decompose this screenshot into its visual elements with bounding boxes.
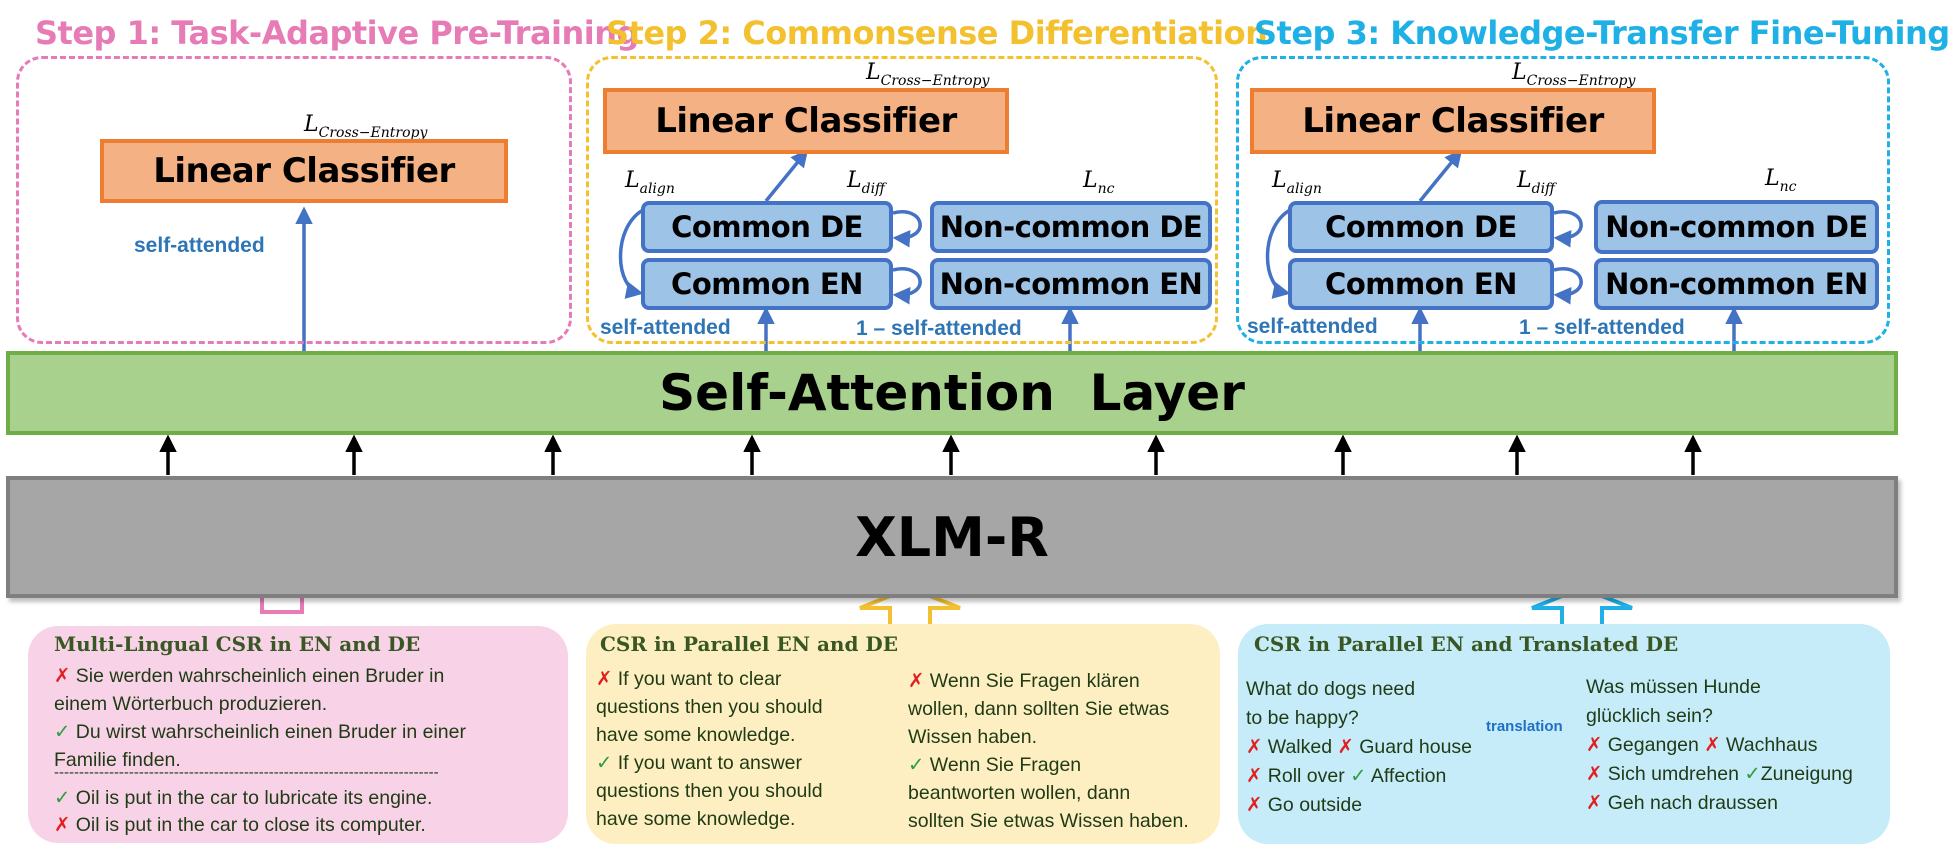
panel2-title: CSR in Parallel EN and DE bbox=[600, 632, 899, 656]
step2-one-minus-self-attended-label: 1 – self-attended bbox=[856, 317, 1022, 340]
panel1-example-1: ✗ Sie werden wahrscheinlich einen Bruder… bbox=[54, 665, 466, 771]
step2-linear-classifier: Linear Classifier bbox=[603, 88, 1009, 154]
panel3-de-column: Was müssen Hunde glücklich sein? ✗ Gegan… bbox=[1586, 676, 1853, 814]
step2-loss-diff: Ldiff bbox=[847, 168, 885, 197]
cross-icon: ✗ bbox=[1704, 734, 1721, 756]
check-icon: ✓ bbox=[54, 721, 71, 743]
step3-diff-loop-bottom bbox=[1553, 267, 1583, 305]
panel3-en-column: What do dogs need to be happy? ✗ Walked … bbox=[1246, 678, 1473, 816]
panel-translated-csr bbox=[1238, 624, 1890, 844]
step2-title: Step 2: Commonsense Differentiation bbox=[606, 14, 1268, 52]
step1-loss-ce: LCross−Entropy bbox=[304, 112, 428, 141]
step2-loss-ce: LCross−Entropy bbox=[866, 60, 990, 89]
panel2-en-column: ✗ If you want to clear questions then yo… bbox=[596, 668, 823, 830]
cross-icon: ✗ bbox=[1246, 736, 1263, 758]
step2-diff-loop-top bbox=[892, 210, 922, 248]
panel2-de-column: ✗ Wenn Sie Fragen klären wollen, dann so… bbox=[908, 670, 1189, 832]
step3-diff-loop-top bbox=[1553, 210, 1583, 248]
cross-icon: ✗ bbox=[1337, 736, 1354, 758]
step2-self-attended-label: self-attended bbox=[600, 316, 731, 339]
step1-title: Step 1: Task-Adaptive Pre-Training bbox=[35, 14, 639, 52]
step3-one-minus-self-attended-label: 1 – self-attended bbox=[1519, 316, 1685, 339]
panel-multilingual-csr bbox=[28, 626, 568, 843]
panel1-example-2: ✓ Oil is put in the car to lubricate its… bbox=[54, 787, 433, 836]
panel1-separator: ----------------------------------------… bbox=[54, 764, 439, 781]
check-icon: ✓ bbox=[596, 752, 613, 774]
cross-icon: ✗ bbox=[1586, 734, 1603, 756]
step3-noncommon-de: Non-common DE bbox=[1594, 200, 1879, 254]
step1-linear-classifier: Linear Classifier bbox=[100, 139, 508, 203]
step3-loss-nc: Lnc bbox=[1765, 166, 1797, 195]
cross-icon: ✗ bbox=[54, 665, 71, 687]
translation-label: translation bbox=[1486, 718, 1563, 735]
step2-loss-nc: Lnc bbox=[1083, 168, 1115, 197]
step2-diff-loop-bottom bbox=[892, 267, 922, 305]
cross-icon: ✗ bbox=[1586, 792, 1603, 814]
step3-common-en: Common EN bbox=[1288, 258, 1554, 310]
check-icon: ✓ bbox=[908, 754, 925, 776]
step3-loss-align: Lalign bbox=[1272, 168, 1322, 197]
step3-loss-diff: Ldiff bbox=[1517, 168, 1555, 197]
step2-noncommon-en: Non-common EN bbox=[930, 258, 1212, 310]
step3-common-de: Common DE bbox=[1288, 201, 1554, 253]
cross-icon: ✗ bbox=[1586, 763, 1603, 785]
step2-loss-align: Lalign bbox=[625, 168, 675, 197]
xlm-r-encoder: XLM-R bbox=[6, 476, 1898, 598]
step3-linear-classifier: Linear Classifier bbox=[1250, 88, 1656, 154]
step3-arrow-to-classifier bbox=[1418, 149, 1463, 203]
panel-parallel-csr bbox=[586, 624, 1220, 844]
step2-common-de: Common DE bbox=[641, 201, 893, 253]
step2-noncommon-de: Non-common DE bbox=[930, 201, 1212, 253]
cross-icon: ✗ bbox=[1246, 765, 1263, 787]
step1-self-attended-label: self-attended bbox=[134, 234, 265, 257]
step2-arrow-to-classifier bbox=[764, 149, 809, 203]
step2-align-curve bbox=[618, 208, 644, 299]
step3-title: Step 3: Knowledge-Transfer Fine-Tuning bbox=[1254, 14, 1950, 52]
check-icon: ✓ bbox=[1744, 763, 1761, 785]
cross-icon: ✗ bbox=[596, 668, 613, 690]
step3-align-curve bbox=[1265, 208, 1291, 299]
step3-self-attended-label: self-attended bbox=[1247, 315, 1378, 338]
panel3-title: CSR in Parallel EN and Translated DE bbox=[1254, 632, 1679, 656]
check-icon: ✓ bbox=[54, 787, 71, 809]
step2-box bbox=[586, 56, 1218, 344]
cross-icon: ✗ bbox=[908, 670, 925, 692]
panel1-title: Multi-Lingual CSR in EN and DE bbox=[54, 632, 421, 656]
cross-icon: ✗ bbox=[54, 814, 71, 836]
step3-loss-ce: LCross−Entropy bbox=[1512, 60, 1636, 89]
check-icon: ✓ bbox=[1350, 765, 1367, 787]
cross-icon: ✗ bbox=[1246, 794, 1263, 816]
xlmr-to-attention-arrows bbox=[159, 434, 1702, 475]
self-attention-layer: Self-Attention Layer bbox=[6, 351, 1898, 435]
step3-noncommon-en: Non-common EN bbox=[1594, 258, 1879, 310]
step2-common-en: Common EN bbox=[641, 258, 893, 310]
step1-box bbox=[16, 56, 572, 344]
step3-box bbox=[1236, 56, 1890, 344]
